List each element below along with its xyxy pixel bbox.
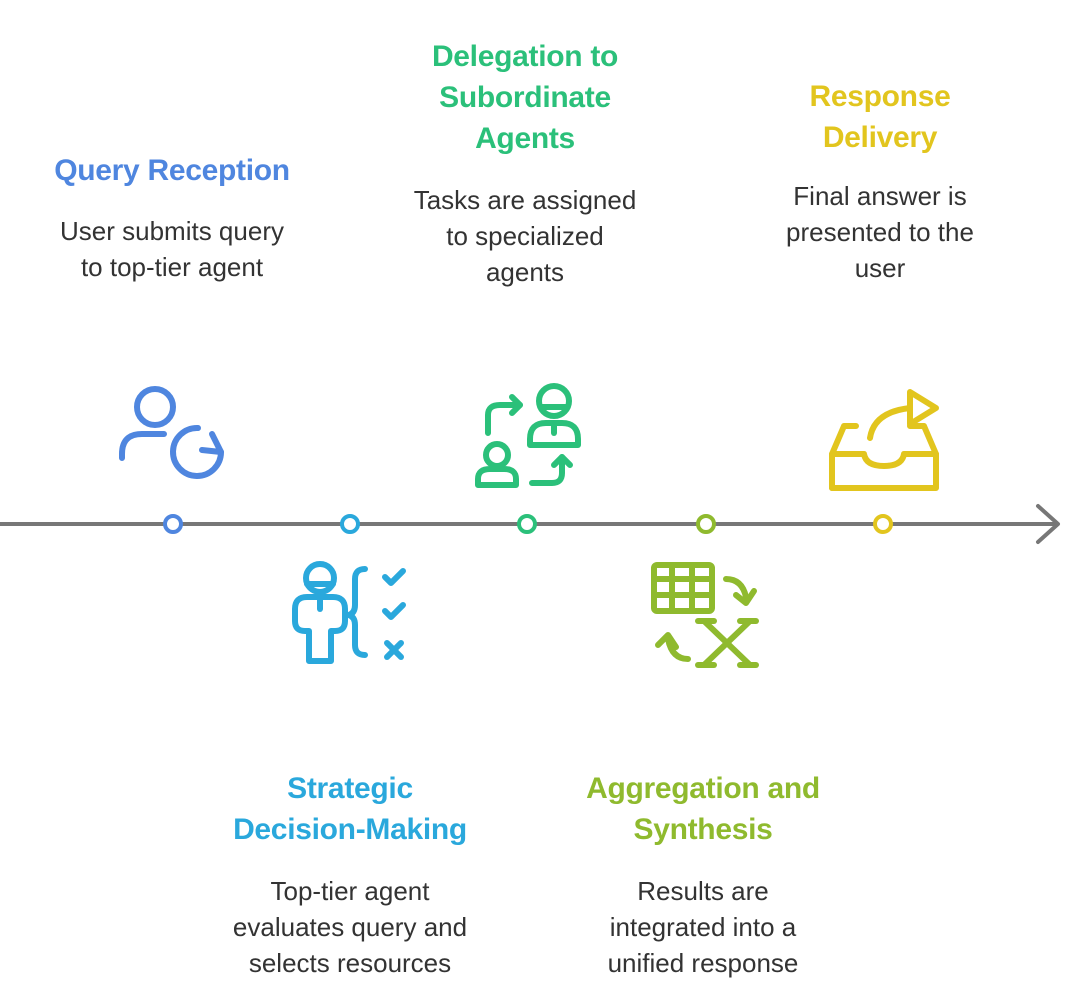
step-response-delivery: Response Delivery Final answer is presen…	[730, 76, 1030, 286]
step-delegation: Delegation to Subordinate Agents Tasks a…	[375, 36, 675, 290]
step-title: Aggregation and Synthesis	[586, 772, 820, 846]
step-description: Tasks are assigned to specialized agents	[413, 185, 637, 287]
step-description: User submits query to top-tier agent	[60, 216, 284, 282]
milestone-marker-1	[163, 514, 183, 534]
milestone-marker-5	[696, 514, 716, 534]
users-exchange-icon	[475, 383, 581, 488]
inbox-share-icon	[829, 389, 939, 491]
timeline-arrowhead	[1036, 504, 1060, 544]
milestone-marker-3	[873, 514, 893, 534]
step-aggregation: Aggregation and Synthesis Results are in…	[553, 768, 853, 981]
spreadsheet-merge-icon	[651, 562, 759, 668]
step-description: Top-tier agent evaluates query and selec…	[232, 876, 468, 978]
person-checklist-icon	[292, 561, 406, 664]
milestone-marker-2	[517, 514, 537, 534]
step-title: Response Delivery	[809, 80, 951, 154]
step-strategic-decision: Strategic Decision-Making Top-tier agent…	[200, 768, 500, 981]
step-description: Results are integrated into a unified re…	[607, 876, 799, 978]
step-title: Query Reception	[54, 154, 290, 187]
user-refresh-icon	[119, 386, 224, 479]
step-query-reception: Query Reception User submits query to to…	[22, 150, 322, 285]
milestone-marker-4	[340, 514, 360, 534]
step-title: Delegation to Subordinate Agents	[431, 40, 619, 155]
timeline-axis	[0, 504, 1060, 544]
step-title: Strategic Decision-Making	[233, 772, 467, 846]
step-description: Final answer is presented to the user	[786, 181, 974, 283]
